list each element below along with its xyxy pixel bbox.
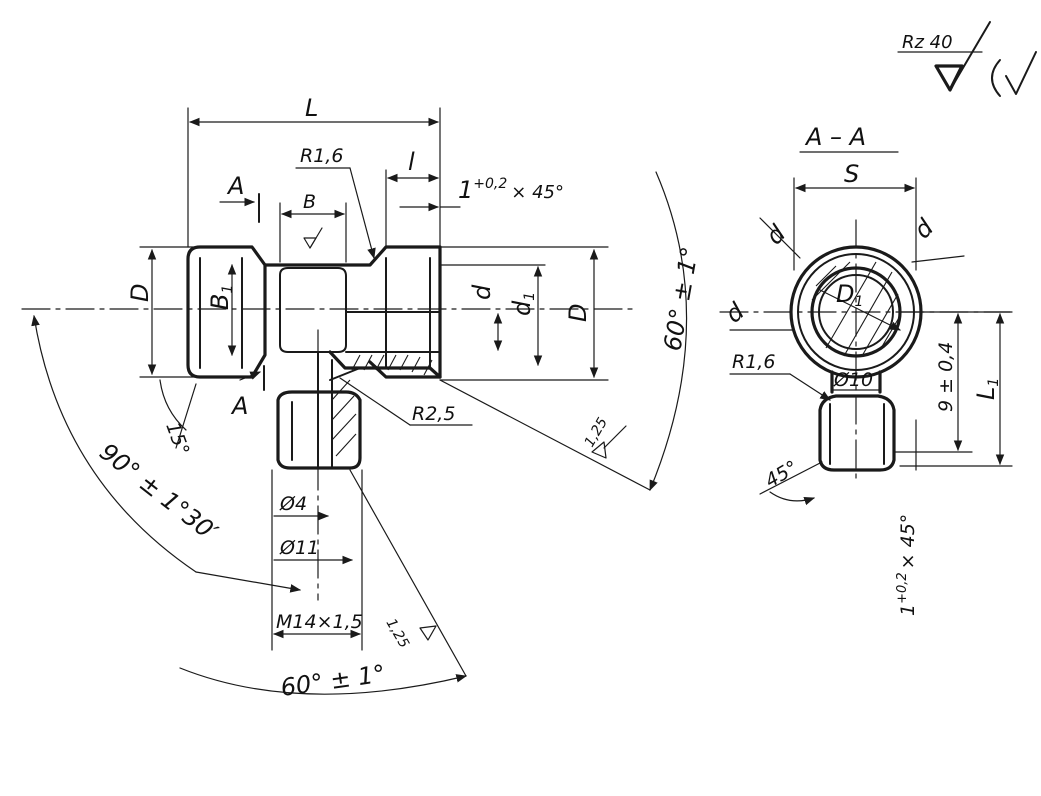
dim-R1-6: R1,6: [300, 145, 343, 167]
rough-mark-right: d: [908, 213, 939, 244]
dim-R2-5: R2,5: [412, 403, 455, 425]
dim-B: B: [303, 191, 316, 213]
dim-angle-15: 15°: [161, 419, 193, 458]
dim-chamfer-section: 1+0,2× 45°: [895, 514, 919, 616]
dim-9-04: 9 ± 0,4: [935, 342, 957, 412]
section-title: А – А: [804, 123, 866, 151]
dim-dia11: Ø11: [279, 537, 319, 559]
dim-D-left: D: [126, 284, 154, 302]
dim-dia10: Ø10: [833, 369, 873, 391]
section-mark-A-top: A: [226, 172, 244, 200]
dim-L: L: [305, 94, 318, 122]
dim-S: S: [844, 160, 859, 188]
dim-B1: B1: [206, 285, 236, 310]
rough-mark-lower: d: [720, 297, 750, 329]
dim-d1: d1: [508, 292, 538, 316]
dim-L1: L1: [972, 378, 1002, 400]
dim-dia4: Ø4: [279, 493, 307, 515]
rough-125-bottom: 1,25: [383, 616, 412, 651]
dim-angle-45: 45°: [762, 456, 802, 492]
dim-D1: D1: [836, 280, 863, 310]
dim-D-right: D: [564, 304, 592, 322]
dim-angle-60-right: 60° ± 1°: [658, 245, 704, 353]
dim-R1-6-section: R1,6: [732, 351, 775, 373]
dim-thread: M14×1,5: [276, 611, 363, 633]
dim-d: d: [468, 284, 496, 300]
section-mark-A-bottom: A: [230, 392, 248, 420]
section-view: А – А D1 S: [719, 123, 1013, 616]
dim-l: l: [408, 148, 415, 176]
dim-angle-90: 90° ± 1°30′: [94, 438, 223, 547]
roughness-symbol: Rz 40: [897, 21, 1037, 97]
dim-angle-60-bottom: 60° ± 1°: [279, 660, 387, 702]
front-view: L l 1+0,2× 45° R1,6 A B D: [21, 94, 704, 702]
dim-chamfer-top: 1+0,2× 45°: [458, 176, 564, 204]
roughness-label: Rz 40: [902, 32, 953, 53]
